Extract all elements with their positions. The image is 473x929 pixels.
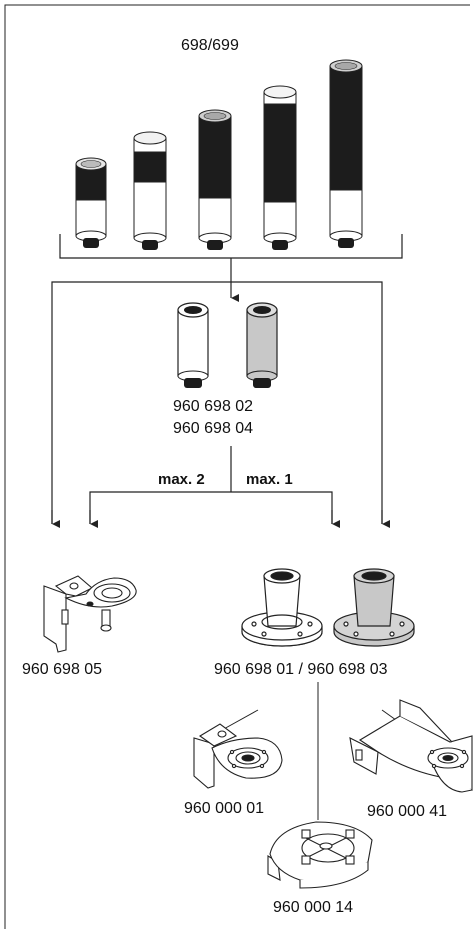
- signal-tower-4: [263, 85, 297, 250]
- max-branch-line: [89, 491, 333, 524]
- max-right-label: max. 1: [246, 471, 293, 488]
- signal-tower-1: [75, 157, 107, 248]
- bracket-b-code: 960 000 41: [367, 803, 448, 820]
- signal-tower-5: [329, 59, 363, 248]
- wall-bracket-960-000-41: [349, 699, 473, 793]
- bracket-a-code: 960 000 01: [184, 800, 265, 817]
- adapter-gray: [246, 302, 278, 388]
- left-bracket-code: 960 698 05: [22, 661, 103, 678]
- distribution-line: [51, 281, 383, 524]
- bracket-c-code: 960 000 14: [273, 899, 354, 916]
- signal-tower-2: [133, 131, 167, 250]
- base-mount-white: [241, 568, 323, 647]
- left-wall-bracket: [43, 575, 137, 653]
- base-codes: 960 698 01 / 960 698 03: [214, 661, 388, 678]
- max-left-label: max. 2: [158, 471, 205, 488]
- adapter-white: [177, 302, 209, 388]
- signal-tower-3: [198, 109, 232, 250]
- base-plate-960-000-14: [267, 821, 373, 889]
- connector-a: [221, 709, 259, 731]
- page-border: [4, 4, 470, 929]
- adapter-code-1: 960 698 02: [173, 398, 254, 415]
- adapter-code-2: 960 698 04: [173, 420, 254, 437]
- base-mount-gray: [333, 568, 415, 647]
- wall-bracket-960-000-01: [193, 723, 283, 789]
- towers-series-label: 698/699: [181, 37, 239, 54]
